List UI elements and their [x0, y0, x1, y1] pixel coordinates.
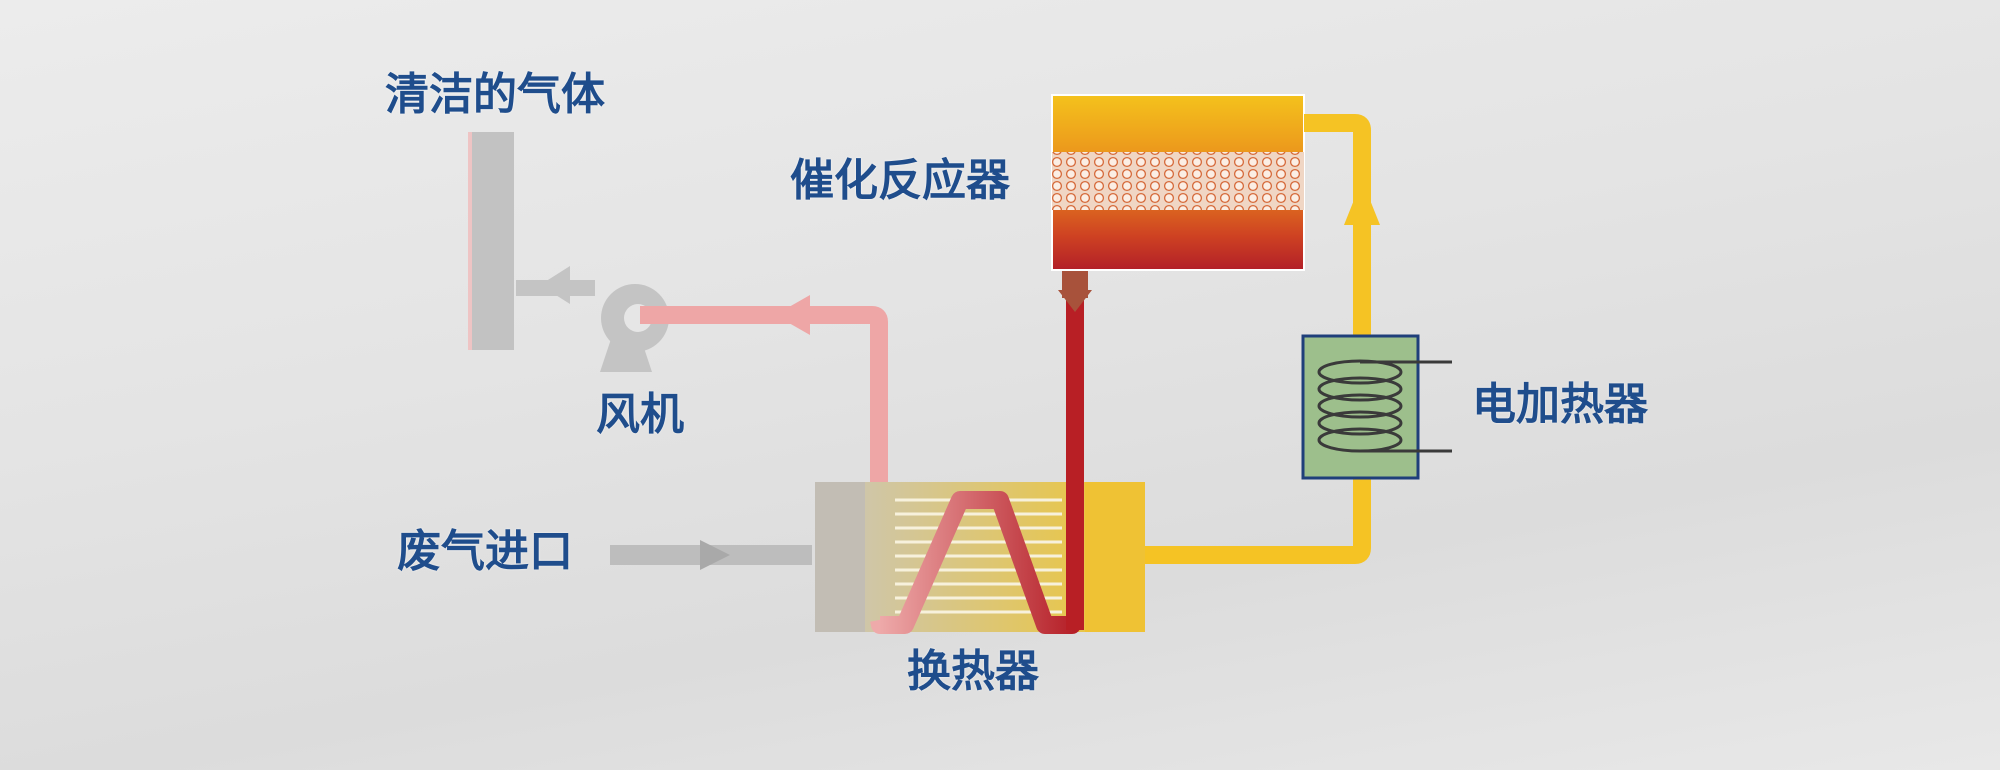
heating-coil-icon [1317, 359, 1452, 453]
fan-outlet-duct [516, 266, 595, 304]
label-exhaust-inlet: 废气进口 [397, 526, 573, 577]
label-fan: 风机 [596, 389, 684, 440]
clean-gas-pipe [640, 306, 888, 620]
hot-gas-arrow [1058, 290, 1092, 312]
clean-gas-arrow [775, 295, 810, 335]
hot-gas-pipe [1066, 298, 1084, 630]
label-catalytic-reactor: 催化反应器 [790, 155, 1010, 206]
catalytic-reactor [1051, 94, 1305, 271]
label-electric-heater: 电加热器 [1472, 379, 1648, 430]
heated-gas-arrow [1344, 180, 1380, 225]
heat-exchanger [815, 482, 1145, 634]
catalyst-bed [1052, 152, 1304, 210]
exhaust-stack [468, 132, 514, 350]
label-heat-exchanger: 换热器 [907, 646, 1039, 697]
electric-heater [1301, 334, 1452, 480]
exhaust-inlet-pipe [610, 540, 812, 570]
exhaust-stack-edge [468, 132, 472, 350]
fan-icon [600, 284, 669, 372]
label-clean-gas: 清洁的气体 [385, 69, 605, 120]
